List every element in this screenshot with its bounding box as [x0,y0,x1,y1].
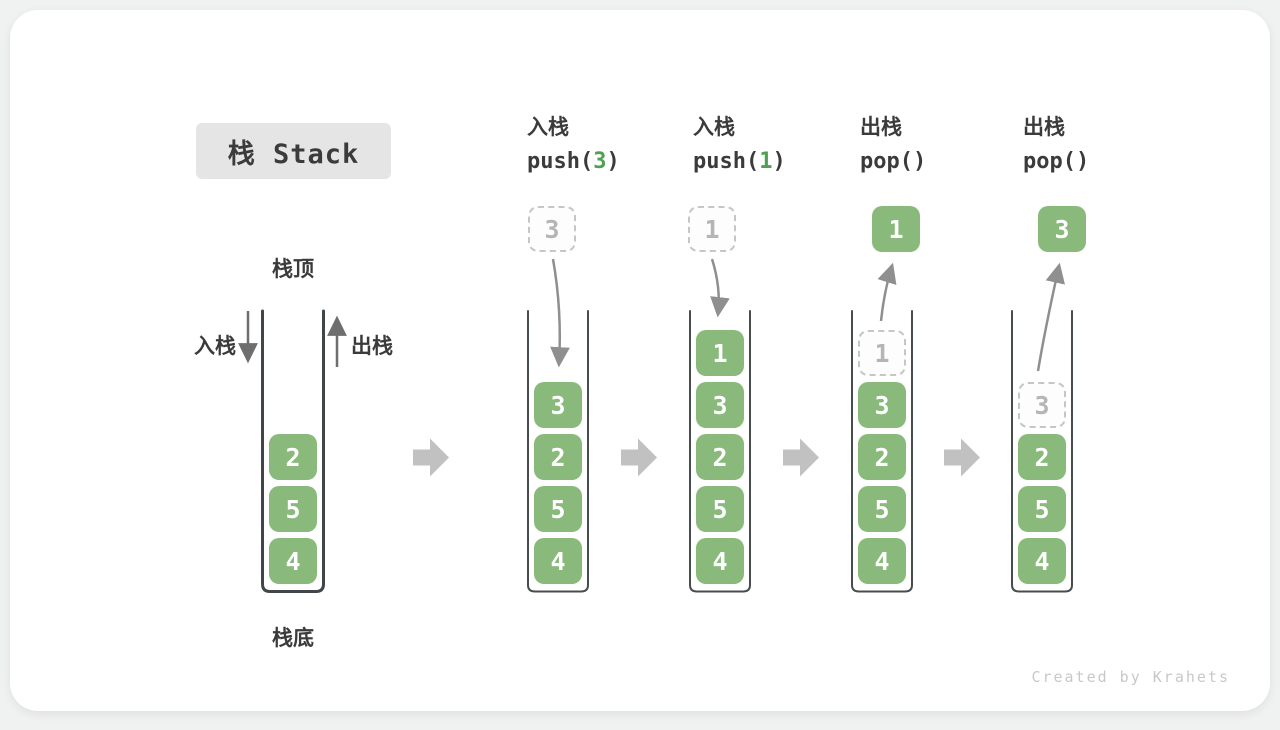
floating-popped-value-1: 1 [872,206,920,252]
op-header-pop-second: 出栈 pop() [1023,113,1089,174]
op-cn-label: 出栈 [860,115,902,139]
stack4-cell: 3 [858,382,906,428]
stack5-ghost-cell: 3 [1018,382,1066,428]
stack4-cell: 5 [858,486,906,532]
stack2-cell: 3 [534,382,582,428]
stack3-cell: 1 [696,330,744,376]
stack2-cell: 2 [534,434,582,480]
pop3-arrow [1036,262,1066,372]
stack3-cell: 2 [696,434,744,480]
op-header-push3: 入栈 push(3) [527,113,620,174]
title-text: 栈 Stack [227,138,360,170]
op-code: push(1) [693,149,786,174]
op-cn-label: 出栈 [1023,115,1065,139]
floating-push-value-1: 1 [688,206,736,252]
op-header-push1: 入栈 push(1) [693,113,786,174]
stack4-cell: 4 [858,538,906,584]
stack3-cell: 3 [696,382,744,428]
push3-arrow [550,258,570,368]
code-post: ) [772,149,786,174]
push-side-label: 入栈 [194,334,236,358]
stack2-cell: 4 [534,538,582,584]
stack3-cell: 5 [696,486,744,532]
stack-top-label: 栈顶 [272,257,314,281]
diagram-card: 栈 Stack 栈顶 栈底 入栈 出栈 入栈 push(3) 入栈 push(1… [10,10,1270,711]
floating-popped-value-3: 3 [1038,206,1086,252]
watermark-text: Created by Krahets [1031,668,1230,686]
code-pre: push( [527,149,594,174]
op-header-pop-first: 出栈 pop() [860,113,926,174]
op-cn-label: 入栈 [693,115,735,139]
stack5-cell: 2 [1018,434,1066,480]
title-badge: 栈 Stack [196,123,391,179]
stack5-cell: 5 [1018,486,1066,532]
op-cn-label: 入栈 [527,115,569,139]
step-arrow-3 [783,438,819,477]
code-post: ) [912,149,927,174]
stack1-cell: 2 [269,434,317,480]
op-code: pop() [860,149,926,174]
stack1-cell: 5 [269,486,317,532]
op-code: pop() [1023,149,1089,174]
floating-push-value-3: 3 [528,206,576,252]
stack4-cell: 2 [858,434,906,480]
pop1-arrow [877,262,897,322]
push1-arrow [710,258,730,318]
code-post: ) [606,149,620,174]
stack1-cell: 4 [269,538,317,584]
code-post: ) [1075,149,1090,174]
stack-bottom-label: 栈底 [272,626,314,650]
stack2-cell: 5 [534,486,582,532]
stack3-cell: 4 [696,538,744,584]
code-arg: 3 [593,149,607,174]
pop-side-label: 出栈 [351,334,393,358]
op-code: push(3) [527,149,620,174]
stack4-ghost-cell: 1 [858,330,906,376]
diagram-lines-layer [238,258,1073,593]
code-pre: pop( [860,149,913,174]
step-arrow-2 [621,438,657,477]
code-pre: pop( [1023,149,1076,174]
step-arrow-1 [413,438,449,477]
step-arrow-4 [944,438,980,477]
code-pre: push( [693,149,760,174]
code-arg: 1 [759,149,773,174]
stack5-cell: 4 [1018,538,1066,584]
